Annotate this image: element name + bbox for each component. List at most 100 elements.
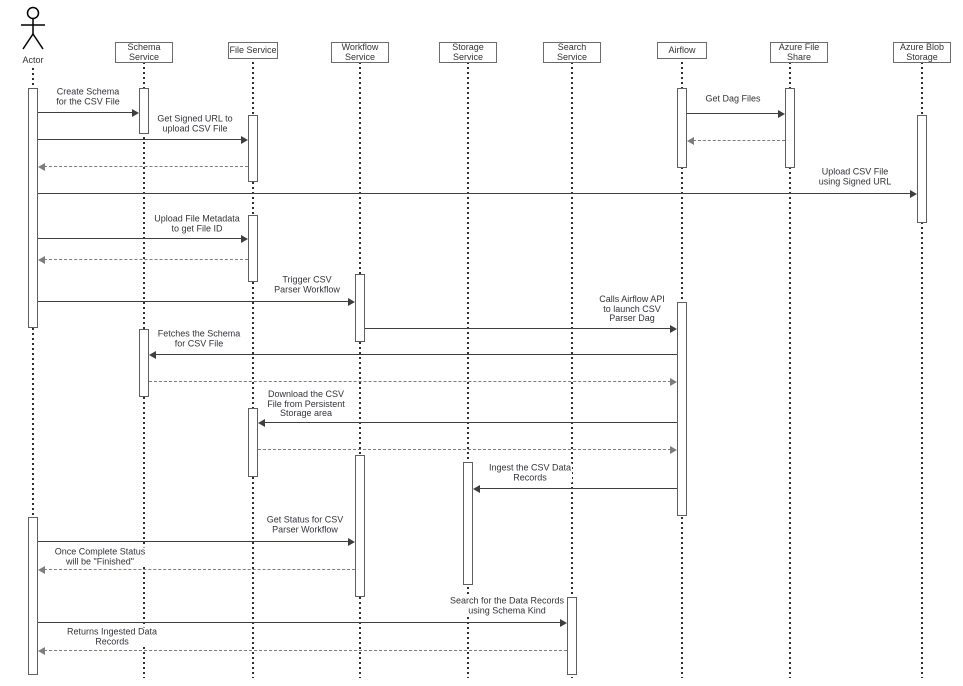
message-label-line: Returns Ingested Data bbox=[66, 626, 158, 637]
message-label-line: Parser Dag bbox=[609, 312, 655, 323]
participant-label: Search bbox=[557, 42, 587, 52]
message-line-file-id-return bbox=[44, 259, 248, 260]
message-label-line: Ingest the CSV Data bbox=[488, 462, 572, 473]
message-label-line: to launch CSV bbox=[603, 303, 661, 314]
message-label-line: for the CSV File bbox=[56, 96, 120, 106]
lifeline-search-service bbox=[571, 62, 573, 678]
participant-label: Workflow bbox=[341, 42, 379, 52]
activation-bar-actor-2 bbox=[28, 517, 38, 675]
message-line-upload-metadata bbox=[38, 238, 242, 240]
arrow-head-icon bbox=[687, 136, 694, 145]
message-line-call-airflow-api bbox=[365, 328, 671, 330]
message-line-dag-files-return bbox=[693, 140, 785, 141]
message-line-download-csv bbox=[264, 422, 677, 424]
message-line-fetch-schema bbox=[155, 354, 677, 356]
arrow-head-icon bbox=[670, 377, 677, 386]
message-line-trigger-workflow bbox=[38, 301, 349, 303]
arrow-head-icon bbox=[38, 255, 45, 264]
message-label-line: Get Status for CSV bbox=[266, 514, 344, 525]
activation-bar-azure-blob-storage-1 bbox=[917, 115, 927, 223]
activation-bar-airflow-1 bbox=[677, 88, 687, 168]
message-line-search-records bbox=[38, 622, 561, 624]
message-line-get-status bbox=[38, 541, 349, 543]
message-label-line: Records bbox=[513, 472, 547, 482]
activation-bar-workflow-service-2 bbox=[355, 455, 365, 597]
activation-bar-file-service-1 bbox=[248, 115, 258, 182]
message-label-line: Fetches the Schema bbox=[157, 328, 241, 339]
message-label-line: Upload File Metadata bbox=[154, 213, 240, 224]
message-line-status-return bbox=[44, 569, 355, 570]
message-label-line: File from Persistent bbox=[267, 398, 345, 409]
activation-bar-workflow-service-1 bbox=[355, 274, 365, 342]
activation-bar-schema-service-1 bbox=[139, 88, 149, 134]
participant-box-file-service: File Service bbox=[228, 42, 278, 59]
arrow-head-icon bbox=[670, 445, 677, 454]
message-label-line: Download the CSV bbox=[267, 388, 345, 399]
lifeline-workflow-service bbox=[359, 62, 361, 678]
lifeline-storage-service bbox=[467, 62, 469, 678]
activation-bar-storage-service-1 bbox=[463, 462, 473, 585]
message-label-line: will be "Finished" bbox=[66, 556, 134, 566]
actor-label: Actor bbox=[22, 55, 44, 65]
arrow-head-icon bbox=[258, 418, 265, 427]
lifeline-actor bbox=[32, 68, 34, 678]
message-line-create-schema bbox=[38, 112, 133, 114]
message-label-line: Search for the Data Records bbox=[449, 595, 565, 606]
arrow-head-icon bbox=[38, 565, 45, 574]
participant-label: Service bbox=[452, 51, 483, 62]
participant-label: Storage bbox=[906, 51, 938, 62]
arrow-head-icon bbox=[910, 189, 917, 198]
message-label-line: upload CSV File bbox=[162, 123, 228, 133]
activation-bar-search-service-1 bbox=[567, 597, 577, 675]
participant-label: Service bbox=[344, 51, 375, 62]
arrow-head-icon bbox=[348, 537, 355, 546]
participant-label: File Service bbox=[229, 44, 277, 55]
arrow-head-icon bbox=[241, 135, 248, 144]
arrow-head-icon bbox=[132, 108, 139, 117]
message-label-line: Upload CSV File bbox=[821, 166, 889, 177]
activation-bar-file-service-3 bbox=[248, 408, 258, 477]
activation-bar-airflow-2 bbox=[677, 302, 687, 516]
participant-label: Airflow bbox=[668, 44, 696, 55]
arrow-head-icon bbox=[473, 484, 480, 493]
message-label-line: Trigger CSV bbox=[282, 274, 332, 285]
message-label-line: for CSV File bbox=[174, 338, 224, 348]
participant-label: Azure File bbox=[778, 42, 820, 52]
participant-label: Schema bbox=[127, 42, 161, 52]
participant-label: Service bbox=[128, 51, 159, 62]
message-label-line: Get Dag Files bbox=[705, 93, 761, 104]
message-label-line: Once Complete Status bbox=[54, 546, 146, 557]
message-line-ingest-records bbox=[479, 488, 677, 490]
message-label-line: Parser Workflow bbox=[272, 524, 338, 534]
arrow-head-icon bbox=[149, 350, 156, 359]
lifeline-azure-file-share bbox=[789, 62, 791, 678]
activation-bar-actor-1 bbox=[28, 88, 38, 328]
arrow-head-icon bbox=[778, 109, 785, 118]
participant-box-airflow: Airflow bbox=[657, 42, 707, 59]
message-line-get-dag-files bbox=[687, 113, 779, 115]
message-line-upload-csv-file bbox=[38, 193, 911, 195]
message-label-line: using Signed URL bbox=[818, 176, 892, 186]
activation-bar-schema-service-2 bbox=[139, 329, 149, 397]
message-line-csv-return bbox=[258, 449, 671, 450]
message-label-line: Parser Workflow bbox=[274, 284, 340, 294]
activation-bar-file-service-2 bbox=[248, 215, 258, 282]
message-line-signed-url-return bbox=[44, 166, 248, 167]
